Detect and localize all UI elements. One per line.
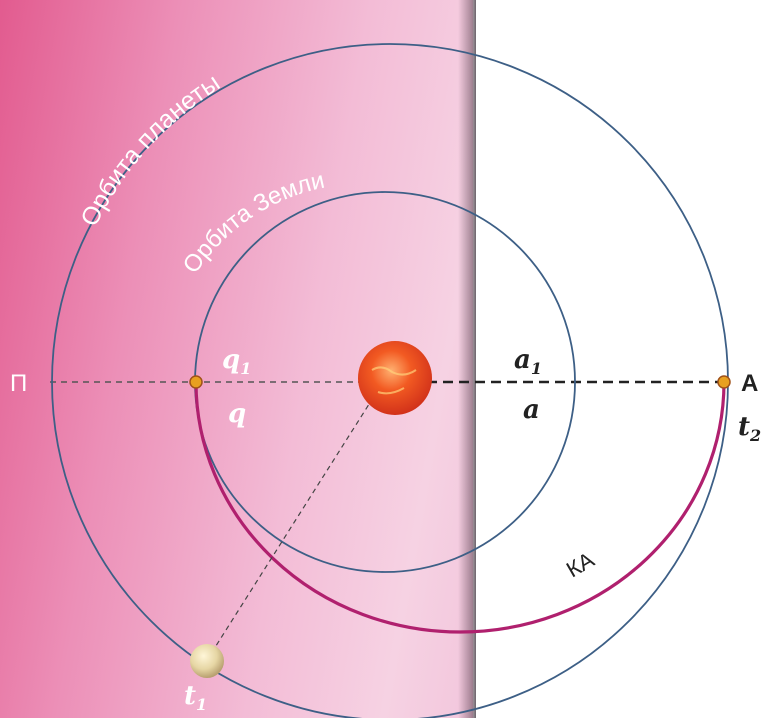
- aphelion-label: А: [741, 370, 758, 397]
- spacecraft-label: КА: [562, 547, 599, 583]
- a1-label: a1: [514, 345, 542, 378]
- transfer-orbit: [194, 381, 726, 634]
- q-label: q: [228, 399, 246, 429]
- planet-t1: [190, 644, 224, 678]
- sun-texture: [371, 366, 417, 395]
- perihelion-label: П: [10, 370, 27, 397]
- earth-position-marker: [189, 375, 203, 389]
- sun: [358, 341, 432, 415]
- t1-label: t1: [184, 681, 207, 714]
- page-fold-shadow: [458, 0, 476, 718]
- a-label: a: [523, 395, 540, 425]
- earth-orbit-label: Орбита Земли: [178, 167, 327, 279]
- white-background: [476, 0, 769, 718]
- aphelion-marker: [717, 375, 731, 389]
- t2-label: t2: [738, 412, 761, 445]
- sun-planet-line: [206, 389, 379, 661]
- planet-orbit-label: Орбита планеты: [75, 69, 225, 231]
- q1-label: q1: [222, 345, 251, 378]
